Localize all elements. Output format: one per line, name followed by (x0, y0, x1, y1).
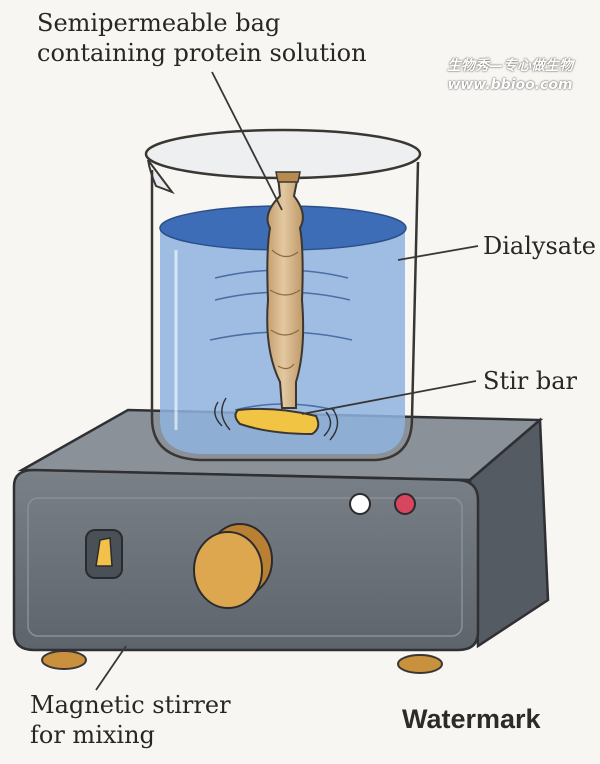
stir-bar-label: Stir bar (483, 367, 578, 395)
speed-knob (193, 523, 273, 609)
site-watermark-name: 生物秀—专心做生物 (447, 58, 573, 74)
semipermeable-bag-label-line-2: containing protein solution (37, 39, 367, 67)
stirrer-feet (41, 650, 443, 674)
semipermeable-bag-label: Semipermeable bag containing protein sol… (37, 8, 367, 68)
beaker-rim (144, 128, 422, 180)
magnetic-stirrer-label: Magnetic stirrer for mixing (30, 690, 231, 750)
dialysate-leader-line (397, 245, 479, 261)
stir-bar-motion-lines (214, 397, 339, 441)
semipermeable-bag-label-line-1: Semipermeable bag (37, 9, 281, 37)
stirrer-leader-line (95, 645, 127, 691)
white-indicator-light (349, 493, 371, 515)
site-watermark: 生物秀—专心做生物 www.bbioo.com (430, 57, 590, 95)
stir-bar (214, 397, 339, 441)
stir-bar-leader-line (301, 380, 477, 415)
leader-lines (95, 71, 479, 691)
watermark-text: Watermark (402, 704, 541, 734)
semipermeable-bag (266, 171, 305, 409)
magnetic-stirrer-label-line-1: Magnetic stirrer (30, 691, 231, 719)
magnetic-stirrer-label-line-2: for mixing (30, 721, 155, 749)
red-indicator-light (394, 493, 416, 515)
site-watermark-url: www.bbioo.com (447, 77, 573, 93)
power-switch-toggle (95, 537, 113, 567)
bag-leader-line (211, 71, 283, 211)
dialysate-label: Dialysate (483, 232, 596, 260)
